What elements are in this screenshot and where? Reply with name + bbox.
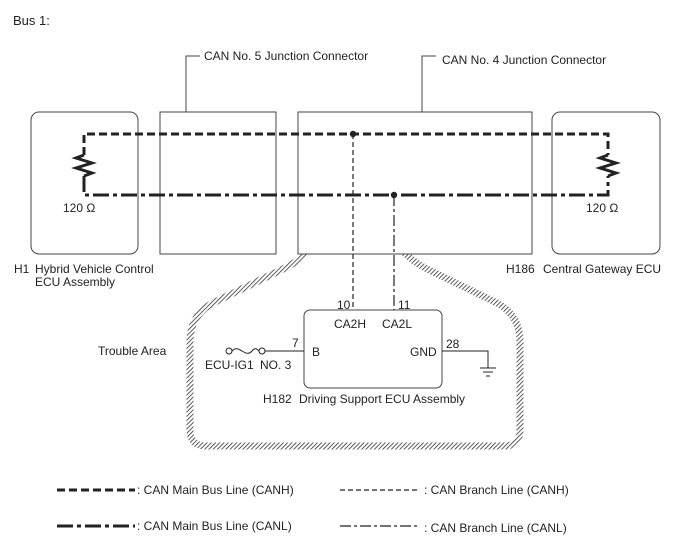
can-no4-junction-box [297, 111, 533, 255]
fuse-number: NO. 3 [260, 358, 292, 372]
fuse-terminal-left [225, 347, 233, 355]
ca2h-pin-number: 10 [337, 298, 351, 312]
ca2l-pin-name: CA2L [382, 317, 413, 331]
ca2h-pin-name: CA2H [334, 317, 367, 331]
can-no5-junction-label: CAN No. 5 Junction Connector [204, 49, 369, 63]
legend-branch-canh-label: : CAN Branch Line (CANH) [424, 483, 569, 497]
can-no4-junction-label: CAN No. 4 Junction Connector [442, 53, 607, 67]
b-pin-number: 7 [292, 336, 299, 350]
legend-main-canh-label: : CAN Main Bus Line (CANH) [137, 483, 294, 497]
central-gateway-ecu-box [551, 111, 661, 255]
hybrid-resistor-label: 120 Ω [63, 201, 96, 215]
legend-branch-canl-label: : CAN Branch Line (CANL) [424, 521, 567, 535]
can-no5-junction-box [159, 111, 277, 255]
hybrid-ecu-name-line1: Hybrid Vehicle Control [35, 262, 154, 276]
canh-main-bus [82, 132, 610, 155]
driving-support-ecu-code: H182 [263, 392, 292, 406]
diagram-title: Bus 1: [13, 13, 50, 28]
no5-leader-line [185, 55, 200, 112]
hybrid-termination-resistor [70, 153, 98, 178]
hybrid-ecu-name-line2: ECU Assembly [35, 275, 116, 289]
ca2l-pin-number: 11 [398, 298, 411, 312]
b-pin-name: B [312, 345, 321, 359]
gateway-ecu-code: H186 [506, 262, 535, 276]
gnd-wire [442, 350, 489, 368]
gateway-resistor-label: 120 Ω [586, 201, 619, 215]
canl-main-bus [82, 176, 610, 197]
gnd-pin-number: 28 [446, 337, 460, 351]
fuse-element [231, 348, 260, 354]
legend-main-canl-label: : CAN Main Bus Line (CANL) [137, 519, 292, 533]
gnd-pin-name: GND [410, 345, 437, 359]
driving-support-ecu-box [303, 309, 443, 389]
gateway-ecu-name: Central Gateway ECU [543, 262, 662, 276]
canh-junction-dot [349, 130, 357, 138]
driving-support-ecu-name: Driving Support ECU Assembly [299, 392, 466, 406]
gateway-termination-resistor [594, 153, 622, 178]
canl-junction-dot [390, 191, 398, 199]
no4-leader-line [421, 55, 436, 112]
fuse-name: ECU-IG1 [205, 358, 254, 372]
fuse-terminal-right [258, 347, 266, 355]
trouble-area-label: Trouble Area [98, 344, 167, 358]
hybrid-ecu-code: H1 [14, 262, 30, 276]
